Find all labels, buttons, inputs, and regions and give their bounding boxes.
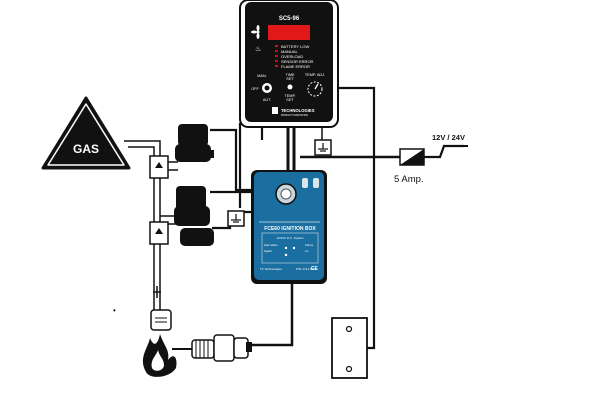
power-supply-terminal: 12V / 24V <box>432 133 468 147</box>
wall-plate <box>331 317 368 379</box>
indicator-overload: OVERLOAD <box>281 54 303 59</box>
label-aut: AUT. <box>263 98 271 102</box>
controller-model: SC5-96 <box>279 16 300 22</box>
indicator-sensor-error: SENSOR ERROR <box>281 59 314 64</box>
indicator-manual: MANUAL <box>281 49 298 54</box>
fuse-label: 5 Amp. <box>394 174 424 185</box>
time-set-button[interactable] <box>287 84 293 90</box>
ce-mark-icon: CE <box>311 266 319 272</box>
ignition-box-brand: TF Technologies <box>260 267 282 271</box>
label-time-set-1: TIME <box>285 73 295 77</box>
gas-warning-sign: GAS <box>41 96 131 170</box>
ground-pad-upper <box>314 139 332 156</box>
ignition-line-system: 12/24V D.C. System <box>276 236 304 240</box>
solenoid-coil-upper <box>178 124 208 146</box>
ignition-box-title: FCE60 IGNITION BOX <box>264 226 316 232</box>
burner-head <box>150 309 172 331</box>
ignition-box-fce60: FCE60 IGNITION BOX 12/24V D.C. System Ga… <box>251 170 327 284</box>
label-off: OFF <box>251 87 259 91</box>
ignition-line-flame: Flame <box>305 243 314 247</box>
label-temp-set-1: TEMP. <box>284 94 295 98</box>
brand-logo-icon <box>272 107 278 114</box>
controller-brand: TECHNOLOGIES <box>281 108 315 113</box>
ignition-line-spark: Spark <box>264 249 272 253</box>
wire-ignition-to-electrode <box>248 282 294 347</box>
label-time-set-2: SET <box>286 77 294 81</box>
label-temp-set-2: SET <box>286 98 294 102</box>
ground-pad-lower <box>227 210 245 227</box>
small-dot: • <box>113 306 116 315</box>
label-man: MAN. <box>257 74 267 78</box>
solenoid-valves <box>149 124 214 298</box>
temp-adjust-knob[interactable] <box>307 81 323 97</box>
controller-display <box>268 25 310 40</box>
controller-sc5-96: SC5-96 ♨ BATTERY LOW MANUAL OVERLOAD SEN… <box>239 0 339 128</box>
indicator-flame-error: FLAME ERROR <box>281 64 310 69</box>
flame-small-icon: ♨ <box>255 45 261 53</box>
ignition-line-lo: Lo <box>305 249 309 253</box>
gas-label: GAS <box>73 142 99 156</box>
ignition-box-panel <box>261 232 319 264</box>
wire-fuse-to-supply <box>424 144 464 159</box>
fan-icon <box>251 25 260 39</box>
ignition-line-gas-valve: Gas Valve <box>264 243 278 247</box>
indicator-battery-low: BATTERY LOW <box>281 44 309 49</box>
ignition-box-part-no: P/N: D.91.005 <box>296 267 315 271</box>
wire-controller-to-switch <box>336 86 376 350</box>
solenoid-coil-lower <box>176 186 206 210</box>
controller-brand-sub: PRODUCT INNOVATION <box>281 114 308 117</box>
burner-assembly: • <box>113 306 252 377</box>
wire-valve-a <box>210 128 256 192</box>
indicator-list: BATTERY LOW MANUAL OVERLOAD SENSOR ERROR… <box>275 44 314 69</box>
fuse: 5 Amp. <box>394 148 425 185</box>
label-temp-adj: TEMP. ADJ. <box>305 73 325 77</box>
voltage-label: 12V / 24V <box>432 133 465 142</box>
ignition-electrode <box>172 334 252 362</box>
